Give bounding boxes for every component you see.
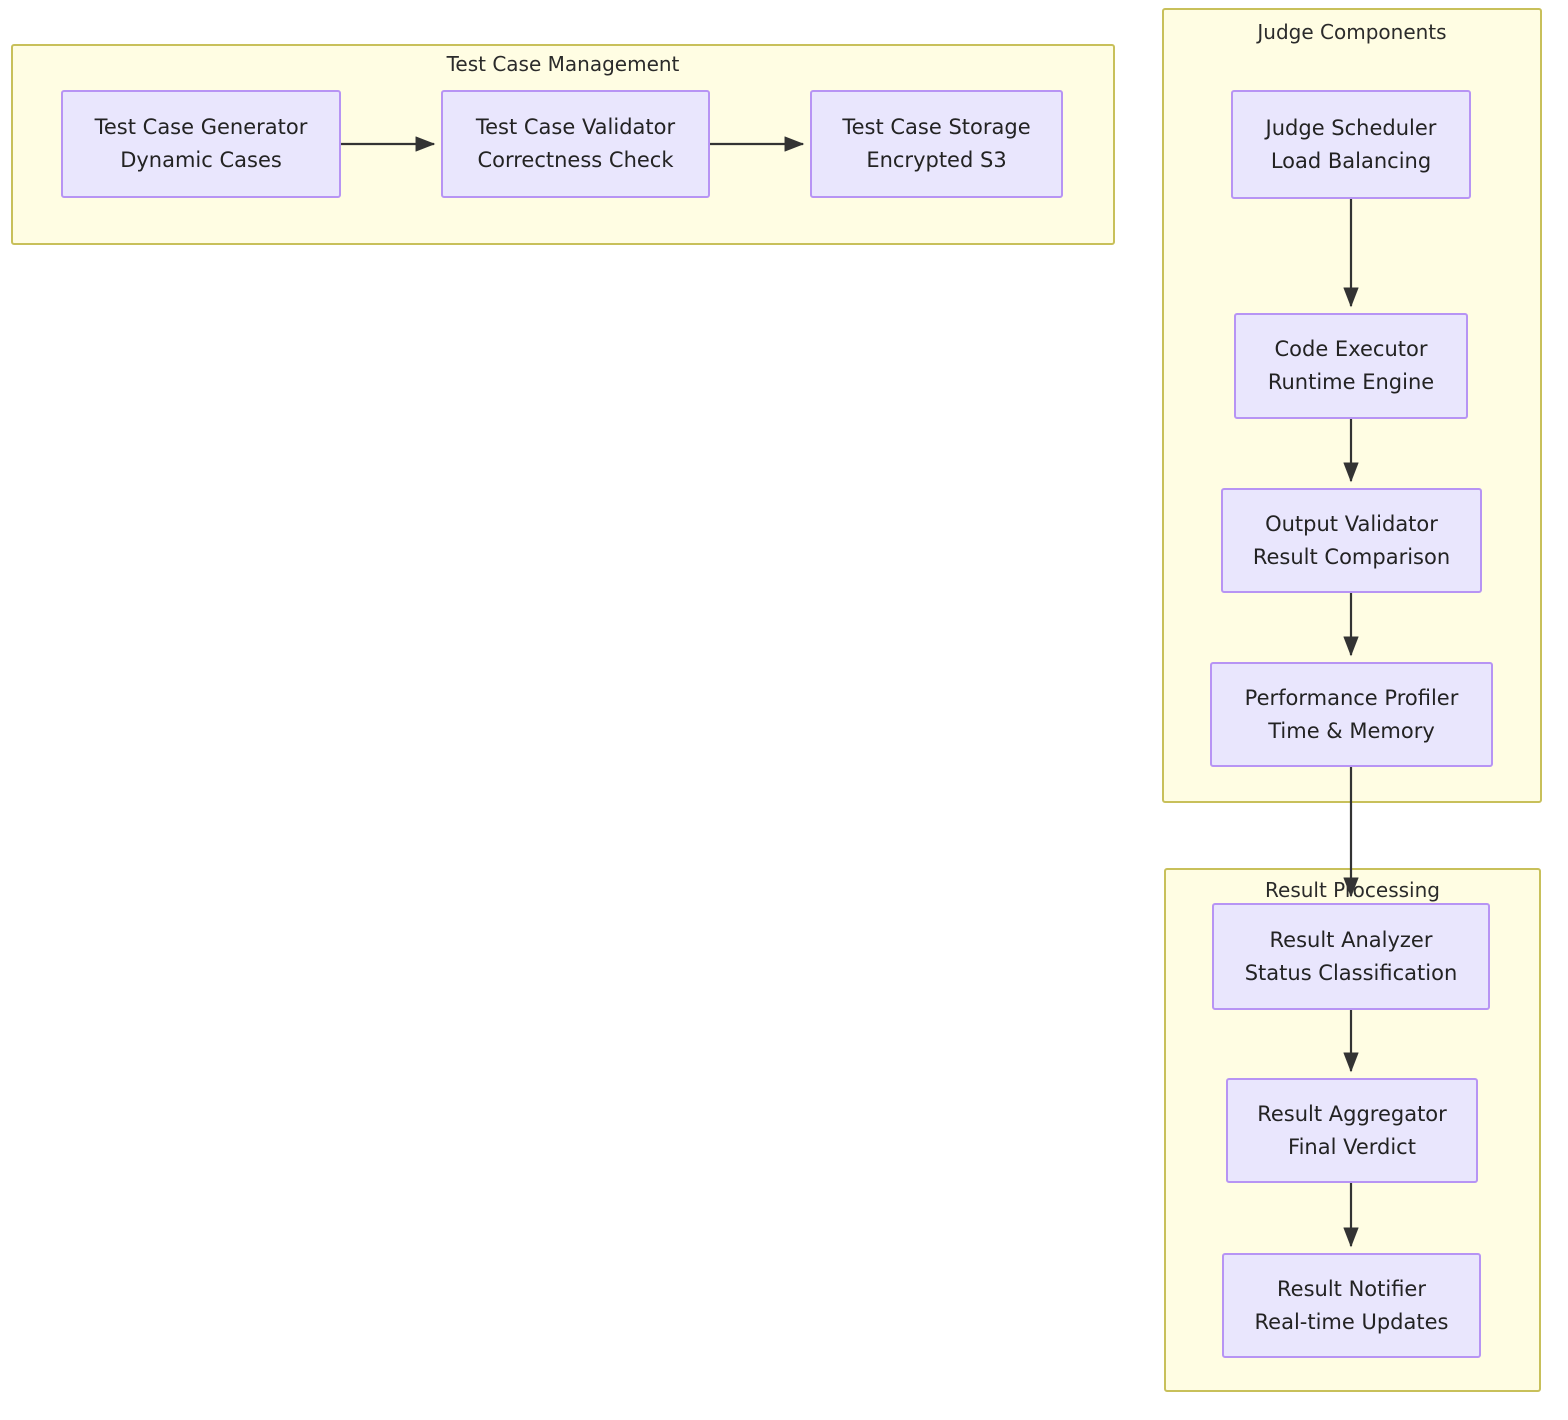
node-performance-profiler[interactable]: Performance Profiler Time & Memory — [1210, 662, 1493, 767]
node-judge-scheduler[interactable]: Judge Scheduler Load Balancing — [1231, 90, 1471, 199]
node-line-secondary: Status Classification — [1244, 960, 1458, 985]
node-line-secondary: Encrypted S3 — [866, 148, 1007, 172]
node-line-primary: Test Case Storage — [842, 115, 1031, 140]
node-result-notifier[interactable]: Result Notifier Real-time Updates — [1222, 1253, 1481, 1358]
node-line-primary: Output Validator — [1265, 511, 1438, 536]
node-test-case-validator[interactable]: Test Case Validator Correctness Check — [441, 90, 710, 198]
node-line-secondary: Runtime Engine — [1267, 370, 1435, 394]
node-code-executor[interactable]: Code Executor Runtime Engine — [1234, 313, 1468, 419]
node-line-primary: Result Aggregator — [1257, 1101, 1447, 1126]
node-result-analyzer[interactable]: Result Analyzer Status Classification — [1212, 903, 1490, 1010]
node-line-primary: Judge Scheduler — [1265, 115, 1437, 140]
node-test-case-generator[interactable]: Test Case Generator Dynamic Cases — [61, 90, 341, 198]
node-line-secondary: Load Balancing — [1270, 148, 1432, 173]
node-line-primary: Test Case Validator — [475, 115, 676, 140]
node-line-primary: Result Analyzer — [1269, 927, 1433, 952]
node-line-primary: Result Notifier — [1277, 1276, 1426, 1301]
node-line-primary: Code Executor — [1274, 337, 1428, 362]
node-line-secondary: Correctness Check — [477, 148, 674, 172]
node-line-secondary: Final Verdict — [1288, 1134, 1416, 1159]
node-line-primary: Test Case Generator — [94, 115, 308, 140]
subgraph-title-test-case-management: Test Case Management — [446, 52, 680, 76]
subgraph-title-judge-components: Judge Components — [1257, 20, 1447, 44]
subgraph-title-result-processing: Result Processing — [1265, 878, 1440, 902]
node-line-secondary: Dynamic Cases — [120, 148, 282, 172]
node-output-validator[interactable]: Output Validator Result Comparison — [1221, 488, 1482, 593]
node-line-secondary: Time & Memory — [1268, 718, 1435, 743]
node-test-case-storage[interactable]: Test Case Storage Encrypted S3 — [810, 90, 1063, 198]
node-line-secondary: Result Comparison — [1252, 544, 1451, 569]
node-result-aggregator[interactable]: Result Aggregator Final Verdict — [1226, 1078, 1478, 1183]
node-line-primary: Performance Profiler — [1244, 685, 1459, 710]
node-line-secondary: Real-time Updates — [1254, 1309, 1449, 1334]
